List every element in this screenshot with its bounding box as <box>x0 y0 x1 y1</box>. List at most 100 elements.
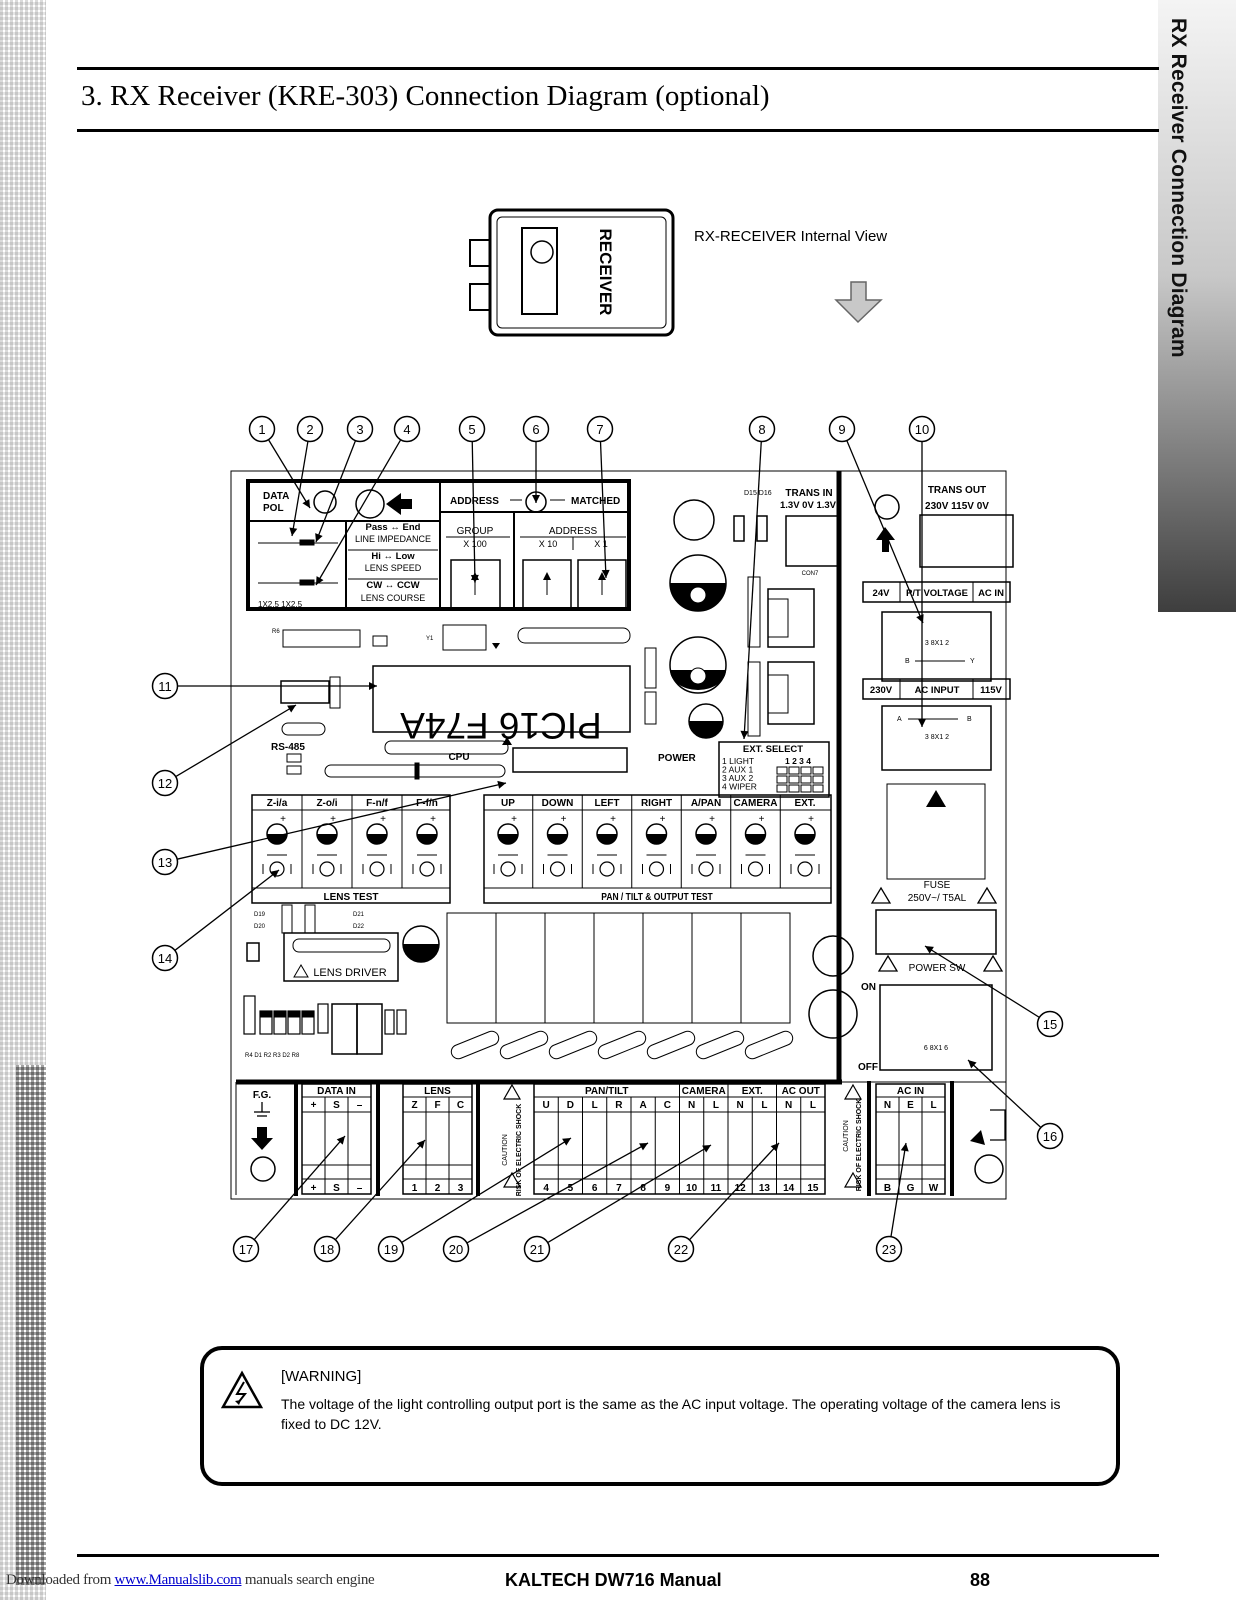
output-terminal-top-label: L <box>592 1100 598 1111</box>
output-capacitor <box>695 1030 745 1060</box>
output-capacitor <box>548 1030 598 1060</box>
led-polarity-mark: + <box>610 814 616 825</box>
callout-13-leader <box>177 782 507 860</box>
ext-select-jumper-pin <box>788 775 800 784</box>
pt-button-label: EXT. <box>794 798 815 809</box>
data-in-terminal-top-label: + <box>311 1100 317 1111</box>
cpu-label: CPU <box>448 752 469 763</box>
diode-label: D21 <box>353 912 365 918</box>
shock-label: RISK OF ELECTRIC SHOCK <box>856 1099 863 1192</box>
dip-description: LENS SPEED <box>365 563 422 573</box>
led-shade <box>646 834 667 844</box>
smd-part <box>286 753 302 763</box>
leader-arrow-head <box>639 1143 648 1151</box>
shock-warning-icon <box>502 1171 522 1188</box>
resistor-r5 <box>372 635 388 647</box>
ground-screw-hole <box>250 1156 276 1182</box>
camera-terminal-title: CAMERA <box>682 1086 726 1097</box>
regulator-tab <box>767 598 789 638</box>
callout-23-circle <box>875 1235 903 1263</box>
callout-9-circle <box>828 415 856 443</box>
capacitor-band <box>689 721 723 738</box>
callout-19-leader <box>401 1137 572 1243</box>
address-x1-rotary-switch <box>577 559 627 610</box>
board-hole <box>808 989 858 1039</box>
data-in-terminal <box>301 1083 372 1195</box>
output-relay <box>642 912 693 1024</box>
jumper-end-label: B <box>967 716 972 723</box>
callout-8-leader <box>743 441 762 740</box>
group-label: GROUP <box>457 526 494 537</box>
capacitor-c19 <box>669 636 727 694</box>
side-tab-label: RX Receiver Connection Diagram <box>1167 18 1190 358</box>
output-terminal-top-label: D <box>567 1100 574 1111</box>
ac-ground-bracket <box>990 1109 1006 1141</box>
pt-test-button <box>797 861 813 877</box>
callout-15-number: 15 <box>1043 1017 1057 1032</box>
callout-8-circle <box>748 415 776 443</box>
output-terminal-top-label: A <box>640 1100 647 1111</box>
manualslib-link[interactable]: www.Manualslib.com <box>114 1572 242 1588</box>
ac-out-terminal-title: AC OUT <box>782 1086 820 1097</box>
resistor <box>384 1009 395 1035</box>
output-terminal-top-label: U <box>543 1100 550 1111</box>
data-in-terminal-top-label: – <box>357 1100 363 1111</box>
pt-button-label: CAMERA <box>734 798 778 809</box>
ac-in-terminal-bottom-label: W <box>929 1183 939 1194</box>
ext-select-jumper-pin <box>776 784 788 793</box>
capacitor-core <box>689 586 707 604</box>
callout-6-number: 6 <box>532 422 539 437</box>
matched-label: MATCHED <box>571 496 620 507</box>
callout-5-leader <box>471 441 476 584</box>
output-relay <box>446 912 497 1024</box>
receiver-case-label: RECEIVER <box>596 229 615 316</box>
title-rule <box>77 129 1159 132</box>
leader-arrow-head <box>315 533 323 542</box>
callout-22-leader <box>689 1142 780 1240</box>
shock-warning-icon <box>843 1083 863 1100</box>
resistor-band <box>259 1010 273 1018</box>
ac-in-terminal-bottom-label: B <box>884 1183 891 1194</box>
lens-button-label: F-n/f <box>366 798 388 809</box>
callout-22-number: 22 <box>674 1242 688 1257</box>
ext-select-jumper-pin <box>800 766 812 775</box>
circuit-board <box>230 470 1007 1200</box>
callout-21-number: 21 <box>530 1242 544 1257</box>
callout-11-circle <box>151 672 179 700</box>
scan-edge-strip <box>0 0 46 1600</box>
receiver-case <box>488 208 675 337</box>
output-terminal-number: 4 <box>543 1183 549 1194</box>
ext-select-columns: 1 2 3 4 <box>785 756 811 766</box>
page-number: 88 <box>970 1570 991 1590</box>
output-capacitor <box>744 1030 794 1060</box>
output-relay <box>544 912 595 1024</box>
led-shade <box>267 834 287 844</box>
callout-12-leader <box>175 704 297 777</box>
pt-voltage-jumper <box>881 611 992 682</box>
data-pol-label: DATA <box>263 491 289 502</box>
caution-label: CAUTION <box>843 1120 850 1152</box>
resistor <box>329 676 341 709</box>
diode <box>733 515 745 542</box>
pt-voltage-label: P/T VOLTAGE <box>906 588 968 599</box>
trans-in-voltage-label: 1.3V 0V 1.3V <box>780 500 837 511</box>
lens-terminal-top-label: C <box>457 1100 464 1111</box>
callout-16-number: 16 <box>1043 1129 1057 1144</box>
callout-4-circle <box>393 415 421 443</box>
output-terminal-number: 13 <box>759 1183 771 1194</box>
led-polarity-mark: + <box>280 814 286 825</box>
pt-button-label: LEFT <box>595 798 620 809</box>
rotary-pointer-head <box>598 572 606 580</box>
lens-terminal-bottom-label: 1 <box>412 1183 418 1194</box>
pt-test-button <box>599 861 615 877</box>
leader-arrow-head <box>740 730 749 739</box>
jumper-label: 3 8X1 2 <box>925 640 949 647</box>
section-side-tab: RX Receiver Connection Diagram <box>1158 0 1236 612</box>
power-switch <box>879 984 993 1071</box>
output-terminal-top-label: L <box>761 1100 767 1111</box>
callout-19-number: 19 <box>384 1242 398 1257</box>
pt-button-label: UP <box>501 798 515 809</box>
pt-test-button <box>747 861 764 877</box>
fuse-rating-label: 250V~/ T5AL <box>908 893 967 904</box>
